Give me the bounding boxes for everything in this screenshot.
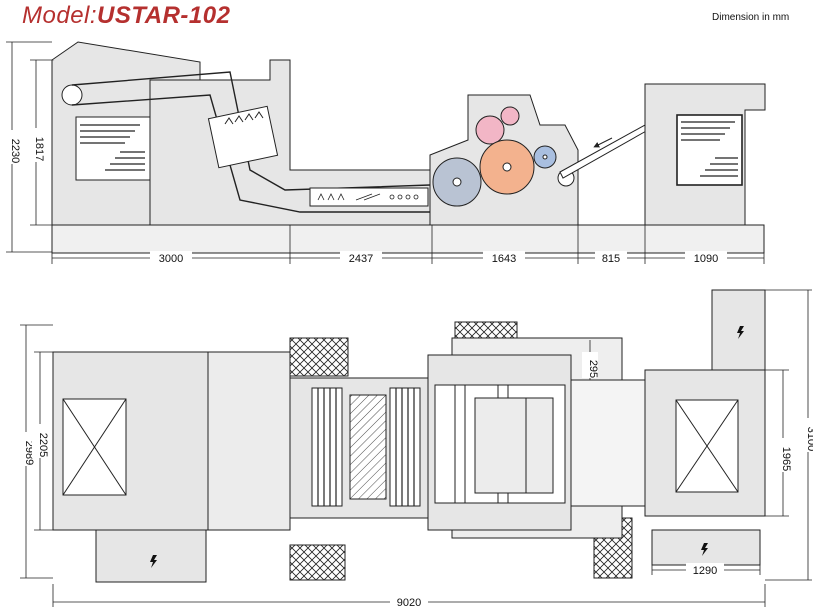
lightning-icon [701, 543, 708, 556]
feeder-window-lines [80, 124, 145, 171]
top-bridge [570, 379, 646, 507]
dim-1090: 1090 [694, 253, 718, 265]
transfer-rollers-right [389, 387, 421, 507]
top-conveyor [207, 351, 291, 531]
dim-1643: 1643 [492, 253, 516, 265]
transfer-roller-lines-right [395, 388, 415, 506]
delivery-window [676, 114, 743, 186]
dim-1290: 1290 [693, 565, 717, 577]
roller-pink-large [475, 115, 505, 145]
center-panel-marks [317, 193, 419, 201]
roller-blue-core [542, 154, 548, 160]
dim-3000: 3000 [159, 253, 183, 265]
side-view [51, 41, 766, 254]
model-prefix: Model: [22, 2, 98, 29]
dim-1817: 1817 [33, 137, 45, 161]
dim-2230: 2230 [9, 139, 21, 163]
delivery-window-lines [681, 121, 738, 177]
cabinet-bottom-left [95, 529, 207, 583]
hatch-block-3 [289, 544, 346, 581]
feeder-x-2 [62, 398, 127, 496]
hatch-block-1 [289, 337, 349, 377]
side-base [51, 224, 765, 254]
dim-2437: 2437 [349, 253, 373, 265]
stack-unit [207, 105, 279, 169]
dim-2205: 2205 [37, 433, 49, 457]
lightning-icon [150, 555, 157, 568]
cabinet-bottom-right [651, 529, 761, 566]
top-dimension-labels: 9020 2989 2205 3100 1965 295 1290 [18, 352, 813, 608]
stack-unit-marks [224, 111, 264, 125]
dim-3100: 3100 [805, 427, 813, 451]
dim-295: 295 [587, 360, 599, 378]
model-name: USTAR-102 [97, 2, 231, 29]
print-plate [474, 397, 554, 494]
transfer-hatch [349, 394, 387, 500]
flow-arrow [593, 137, 613, 148]
feeder-roller [61, 84, 83, 106]
unit-note: Dimension in mm [712, 12, 790, 23]
roller-orange-core [502, 162, 512, 172]
dim-9020: 9020 [397, 597, 421, 608]
transfer-roller-lines-left [317, 388, 337, 506]
lightning-icon [737, 326, 744, 339]
roller-pink-small [500, 106, 520, 126]
roller-gray-core [452, 177, 462, 187]
model-title: Model:USTAR-102 [22, 2, 230, 30]
dim-1965: 1965 [780, 447, 792, 471]
center-panel [309, 187, 429, 207]
side-dimension-labels: 3000 2437 1643 815 1090 2230 1817 [4, 128, 727, 265]
dim-815: 815 [602, 253, 620, 265]
delivery-x-2 [675, 399, 739, 493]
top-view [52, 289, 766, 583]
transfer-rollers-left [311, 387, 343, 507]
conveyor-frame [149, 59, 431, 226]
